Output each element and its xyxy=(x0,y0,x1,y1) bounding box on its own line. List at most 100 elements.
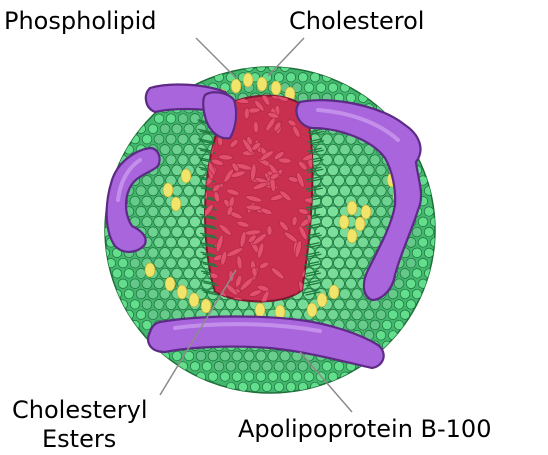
phospholipid-head xyxy=(286,73,295,82)
cholesterol-molecule xyxy=(243,73,253,87)
cholesterol-molecule xyxy=(255,303,265,317)
phospholipid-head xyxy=(190,114,200,124)
phospholipid-head xyxy=(382,300,392,310)
phospholipid-head xyxy=(358,299,368,309)
phospholipid-head xyxy=(136,206,146,216)
label-apolipoprotein: Apolipoprotein B-100 xyxy=(238,415,491,443)
phospholipid-head xyxy=(280,351,290,361)
phospholipid-head xyxy=(172,227,183,238)
phospholipid-head xyxy=(328,309,339,320)
cholesteryl-ester-molecule xyxy=(267,226,273,236)
phospholipid-head xyxy=(352,268,363,279)
phospholipid-head xyxy=(190,155,201,166)
phospholipid-head xyxy=(160,165,170,175)
phospholipid-head xyxy=(244,372,254,382)
phospholipid-head xyxy=(130,196,140,206)
phospholipid-head xyxy=(340,310,350,320)
label-cholesteryl-line2: Esters xyxy=(42,425,116,453)
phospholipid-head xyxy=(358,320,368,330)
phospholipid-head xyxy=(334,258,345,269)
phospholipid-head xyxy=(274,361,284,371)
phospholipid-head xyxy=(406,258,416,268)
phospholipid-head xyxy=(322,73,331,82)
phospholipid-head xyxy=(364,165,374,175)
phospholipid-head xyxy=(178,237,189,248)
cholesterol-molecule xyxy=(347,201,357,215)
phospholipid-head xyxy=(316,83,326,93)
phospholipid-head xyxy=(346,278,357,289)
phospholipid-head xyxy=(160,145,170,155)
phospholipid-head xyxy=(382,196,392,206)
phospholipid-head xyxy=(352,310,362,320)
label-phospholipid: Phospholipid xyxy=(4,7,156,35)
phospholipid-head xyxy=(214,362,224,372)
phospholipid-head xyxy=(280,372,290,382)
phospholipid-head xyxy=(184,206,195,217)
phospholipid-head xyxy=(148,227,158,237)
phospholipid-head xyxy=(322,134,333,145)
phospholipid-head xyxy=(376,186,386,196)
phospholipid-head xyxy=(142,300,152,310)
phospholipid-head xyxy=(400,289,410,299)
phospholipid-head xyxy=(424,269,433,278)
phospholipid-head xyxy=(334,134,344,144)
phospholipid-head xyxy=(166,258,177,269)
phospholipid-head xyxy=(214,73,223,82)
phospholipid-head xyxy=(364,310,374,320)
phospholipid-head xyxy=(388,310,398,320)
phospholipid-head xyxy=(352,289,363,300)
phospholipid-head xyxy=(352,185,363,196)
cholesteryl-ester-molecule xyxy=(246,205,262,211)
phospholipid-head xyxy=(154,114,163,123)
phospholipid-head xyxy=(130,258,140,268)
phospholipid-head xyxy=(358,155,368,165)
phospholipid-head xyxy=(352,247,363,258)
phospholipid-head xyxy=(178,155,188,165)
phospholipid-head xyxy=(184,227,195,238)
phospholipid-head xyxy=(327,227,338,238)
phospholipid-head xyxy=(274,382,283,391)
cholesterol-molecule xyxy=(307,303,317,317)
phospholipid-head xyxy=(274,73,283,82)
phospholipid-head xyxy=(154,258,164,268)
phospholipid-head xyxy=(262,382,271,391)
phospholipid-head xyxy=(394,300,404,310)
phospholipid-head xyxy=(340,165,351,176)
cholesterol-molecule xyxy=(347,229,357,243)
phospholipid-head xyxy=(148,310,158,320)
phospholipid-head xyxy=(154,237,164,247)
phospholipid-head xyxy=(160,124,170,134)
phospholipid-head xyxy=(190,258,201,269)
phospholipid-head xyxy=(142,217,152,227)
phospholipid-head xyxy=(244,351,254,361)
phospholipid-head xyxy=(190,362,199,371)
phospholipid-head xyxy=(154,196,164,206)
phospholipid-head xyxy=(346,299,357,310)
phospholipid-head xyxy=(298,73,307,82)
phospholipid-head xyxy=(166,237,177,248)
phospholipid-head xyxy=(328,165,339,176)
phospholipid-head xyxy=(370,155,380,165)
phospholipid-head xyxy=(190,216,201,227)
phospholipid-head xyxy=(304,372,314,382)
phospholipid-head xyxy=(184,268,195,279)
phospholipid-head xyxy=(118,258,128,268)
phospholipid-head xyxy=(130,300,139,309)
phospholipid-head xyxy=(292,372,302,382)
phospholipid-head xyxy=(406,279,416,289)
phospholipid-head xyxy=(190,196,201,207)
cholesterol-molecule xyxy=(171,197,181,211)
phospholipid-head xyxy=(424,186,433,195)
cholesteryl-ester-molecule xyxy=(253,121,259,133)
phospholipid-head xyxy=(148,206,158,216)
phospholipid-head xyxy=(226,382,235,391)
phospholipid-head xyxy=(196,351,206,361)
phospholipid-head xyxy=(418,258,427,267)
phospholipid-head xyxy=(370,237,381,248)
phospholipid-head xyxy=(286,382,295,391)
cholesterol-molecule xyxy=(177,285,187,299)
phospholipid-head xyxy=(184,247,195,258)
phospholipid-head xyxy=(148,186,158,196)
phospholipid-head xyxy=(220,372,229,381)
phospholipid-head xyxy=(334,362,344,372)
